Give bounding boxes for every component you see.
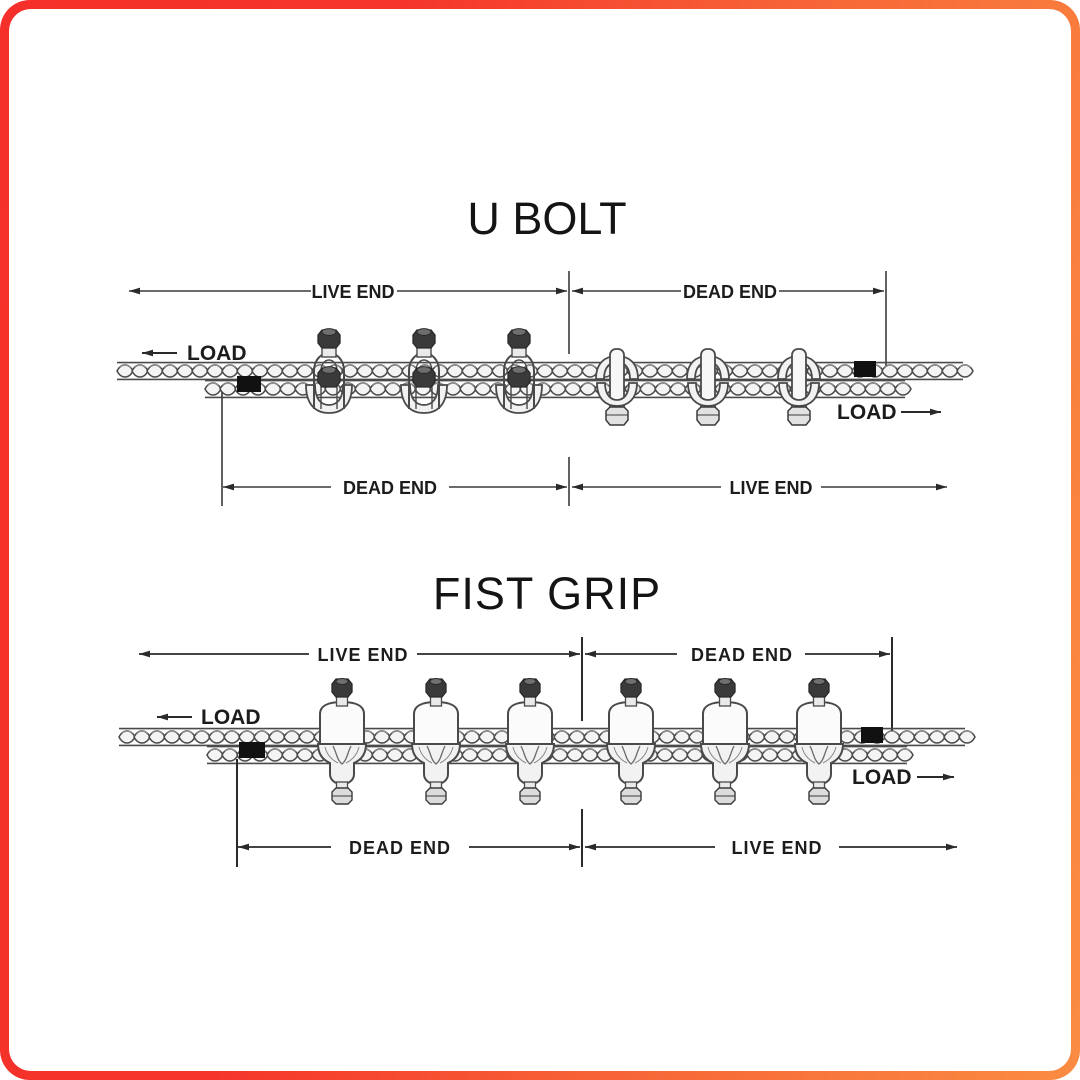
load-label-right: LOAD	[837, 401, 897, 424]
section-title-fist-grip: FIST GRIP	[433, 568, 661, 619]
top-dimension-u-bolt: LIVE END DEAD END	[129, 271, 887, 372]
rope-end-marker-left-fg	[239, 742, 265, 758]
dim-label-live-end-top: LIVE END	[311, 282, 394, 302]
u-bolt-clip-6	[777, 348, 821, 426]
dim-label-dead-end-top-fg: DEAD END	[691, 645, 793, 665]
fist-grip-clip-6	[794, 677, 844, 805]
fist-grip-clip-3	[505, 677, 555, 805]
diagram-canvas: U BOLT LIVE END DEAD END	[9, 9, 1071, 1071]
bottom-dimension-fist-grip: DEAD END LIVE END	[236, 759, 957, 867]
rope-end-marker-left	[237, 376, 261, 392]
load-label-right-fg: LOAD	[852, 766, 912, 789]
fist-grip-clip-4	[606, 677, 656, 805]
dim-label-dead-end-bottom: DEAD END	[343, 478, 437, 498]
section-u-bolt: U BOLT LIVE END DEAD END	[117, 193, 973, 506]
dim-label-live-end-bottom: LIVE END	[729, 478, 812, 498]
wire-rope-clip-diagram: U BOLT LIVE END DEAD END	[9, 193, 1071, 867]
wire-rope-u-bolt	[117, 361, 973, 399]
section-title-u-bolt: U BOLT	[467, 193, 626, 244]
dim-label-live-end-bottom-fg: LIVE END	[731, 838, 822, 858]
fist-grip-clip-5	[700, 677, 750, 805]
dim-label-dead-end-top: DEAD END	[683, 282, 777, 302]
load-left-u-bolt: LOAD	[142, 342, 247, 365]
fist-grip-clip-2	[411, 677, 461, 805]
load-right-u-bolt: LOAD	[837, 401, 941, 424]
bottom-dimension-u-bolt: DEAD END LIVE END	[221, 392, 947, 506]
top-dimension-fist-grip: LIVE END DEAD END	[139, 637, 893, 737]
rope-end-marker-right-fg	[861, 727, 883, 743]
fist-grip-clip-1	[317, 677, 367, 805]
load-label-left-fg: LOAD	[201, 706, 261, 729]
u-bolt-clip-4	[595, 348, 639, 426]
dim-label-live-end-top-fg: LIVE END	[317, 645, 408, 665]
u-bolt-clip-5	[686, 348, 730, 426]
section-fist-grip: FIST GRIP LIVE END DEAD END LOAD	[119, 568, 975, 867]
clip-group-dead-side-u-bolt	[595, 348, 821, 426]
dim-label-dead-end-bottom-fg: DEAD END	[349, 838, 451, 858]
rope-end-marker-right	[854, 361, 876, 377]
load-right-fist-grip: LOAD	[852, 766, 954, 789]
load-label-left: LOAD	[187, 342, 247, 365]
load-left-fist-grip: LOAD	[157, 706, 261, 729]
